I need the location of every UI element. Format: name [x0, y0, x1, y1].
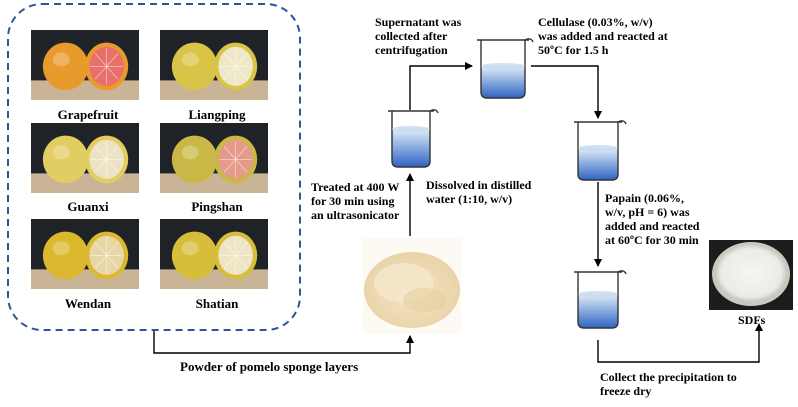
papain-step-label: Papain (0.06%, w/v, pH = 6) was added an…: [605, 191, 699, 247]
supernatant-step-label: Supernatant was collected after centrifu…: [375, 15, 461, 57]
papain-line-1: Papain (0.06%,: [605, 191, 685, 205]
collect-line-2: freeze dry: [600, 384, 652, 398]
supernatant-line-3: centrifugation: [375, 43, 448, 57]
beaker-3: [574, 120, 627, 181]
frame-to-powder-arrow: [153, 331, 414, 354]
fruit-label-guanxi: Guanxi: [67, 199, 109, 214]
cellulase-line-1: Cellulase (0.03%, w/v): [538, 15, 653, 29]
fruit-label-pingshan: Pingshan: [191, 199, 243, 214]
beaker-4: [574, 270, 627, 329]
cellulase-line-3: 50ºC for 1.5 h: [538, 43, 609, 57]
dissolved-line-1: Dissolved in distilled: [426, 178, 532, 192]
fruit-photo-grapefruit: [31, 30, 139, 100]
cellulase-step-label: Cellulase (0.03%, w/v) was added and rea…: [538, 15, 668, 57]
beaker-1: [388, 109, 439, 168]
supernatant-line-2: collected after: [375, 29, 448, 43]
ultrasonic-step-label: Treated at 400 W for 30 min using an ult…: [311, 180, 399, 222]
fruit-label-wendan: Wendan: [64, 296, 112, 311]
sdfs-photo: [709, 240, 793, 310]
ultrasonic-line-1: Treated at 400 W: [311, 180, 400, 194]
papain-line-2: w/v, pH = 6) was: [605, 205, 690, 219]
ultrasonic-line-2: for 30 min using: [311, 194, 395, 208]
dissolved-step-label: Dissolved in distilled water (1:10, w/v): [426, 178, 531, 206]
papain-line-3: added and reacted: [605, 219, 700, 233]
fruit-photo-liangping: [160, 30, 268, 100]
ultrasonic-line-3: an ultrasonicator: [311, 208, 400, 222]
powder-label: Powder of pomelo sponge layers: [180, 359, 359, 374]
beaker2-to-beaker3-arrow: [531, 65, 602, 119]
fruit-photo-grid: [31, 30, 268, 289]
beaker4-to-sdfs-arrow: [597, 323, 763, 363]
fruit-label-grapefruit: Grapefruit: [57, 107, 119, 122]
fruit-photo-wendan: [31, 219, 139, 289]
beaker-2: [477, 38, 534, 99]
fruit-label-liangping: Liangping: [188, 107, 246, 122]
fruit-panel-frame: [7, 3, 301, 331]
dissolved-line-2: water (1:10, w/v): [426, 192, 513, 206]
fruit-photo-guanxi: [31, 123, 139, 193]
supernatant-line-1: Supernatant was: [375, 15, 462, 29]
beaker1-to-beaker2-arrow: [409, 62, 473, 110]
collect-step-label: Collect the precipitation to freeze dry: [600, 370, 737, 398]
cellulase-line-2: was added and reacted at: [538, 29, 668, 43]
fruit-photo-pingshan: [160, 123, 268, 193]
sdfs-label: SDFs: [738, 313, 766, 327]
fruit-label-shatian: Shatian: [195, 296, 239, 311]
powder-photo: [363, 238, 461, 334]
fruit-photo-shatian: [160, 219, 268, 289]
papain-line-4: at 60ºC for 30 min: [605, 233, 699, 247]
collect-line-1: Collect the precipitation to: [600, 370, 737, 384]
